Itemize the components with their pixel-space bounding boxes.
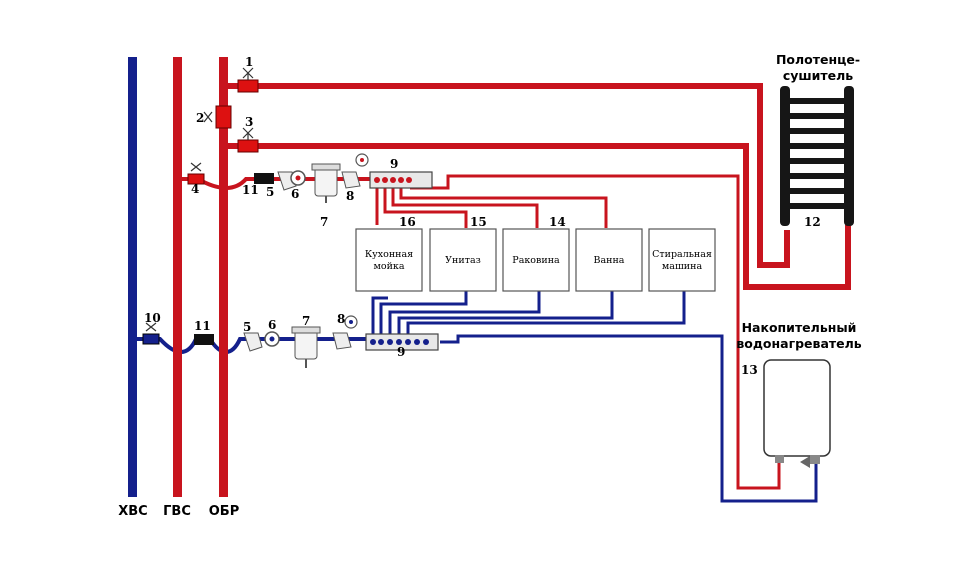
towel-dryer-label-2: сушитель <box>783 68 853 83</box>
fixture-kitchen-sink-box <box>355 228 423 292</box>
reducer-8-hot-icon <box>341 171 361 189</box>
gauge-8-hot-dial <box>360 158 364 162</box>
fixture-bath-box <box>575 228 643 292</box>
valve-1-body <box>237 79 259 93</box>
water-heater-label-1: Накопительный <box>742 320 857 335</box>
label-2: 2 <box>196 111 204 125</box>
cold-to-sink-pipe <box>371 296 388 342</box>
water-heater-label-2: водонагреватель <box>736 336 861 351</box>
towel-dryer <box>780 86 854 226</box>
towel-dryer-return-pipe <box>224 143 851 290</box>
label-12: 12 <box>804 215 821 229</box>
cold-to-washer-pipe <box>406 291 686 334</box>
valve-4-handle-icon <box>190 162 202 172</box>
label-15: 15 <box>470 215 487 229</box>
water-heater-cold-pipe <box>440 334 818 503</box>
cold-fittings <box>142 315 439 368</box>
return-riser <box>219 57 228 497</box>
valve-2-body <box>215 105 232 129</box>
label-14: 14 <box>549 215 566 229</box>
fixture-washer-box <box>648 228 716 292</box>
water-heater-tank <box>763 359 831 457</box>
label-3: 3 <box>245 115 253 129</box>
hot-fittings <box>187 67 433 203</box>
valve-2-handle-icon <box>203 111 213 123</box>
reducer-8-cold-icon <box>332 332 352 350</box>
meter-6-hot-dial <box>295 175 301 181</box>
water-heater-hot-pipe <box>410 174 781 490</box>
towel-dryer-rungs <box>790 98 844 209</box>
label-9-hot: 9 <box>390 157 398 171</box>
fixture-washer-label-2: машина <box>662 261 703 272</box>
hot-to-toilet-pipe <box>383 188 468 228</box>
label-16: 16 <box>399 215 416 229</box>
riser-labels: ХВС ГВС ОБР <box>118 504 239 519</box>
label-8-hot: 8 <box>346 189 354 203</box>
valve-3-handle-icon <box>242 127 254 140</box>
water-heater-cold-inlet <box>810 455 820 464</box>
riser-label-cold: ХВС <box>118 504 147 519</box>
valve-1-handle-icon <box>242 67 254 80</box>
fixture-toilet-label: Унитаз <box>445 255 481 266</box>
hot-to-bath-pipe <box>399 188 608 228</box>
label-4: 4 <box>191 182 199 196</box>
label-5-hot: 5 <box>266 185 274 199</box>
label-9-cold: 9 <box>397 345 405 359</box>
label-7-hot: 7 <box>320 215 328 229</box>
riser-label-return: ОБР <box>209 504 240 519</box>
label-1: 1 <box>245 55 253 69</box>
meter-6-cold-dial <box>269 336 275 342</box>
label-5-cold: 5 <box>243 320 251 334</box>
filter-7-cold-cap <box>291 326 321 334</box>
towel-dryer-supply-pipe <box>224 83 790 268</box>
fixture-kitchen-sink-label-2: мойка <box>373 261 404 272</box>
label-6-cold: 6 <box>268 318 276 332</box>
water-heater-valve-icon <box>800 456 810 468</box>
towel-dryer-rail-right <box>844 86 854 226</box>
water-heater-hot-outlet <box>775 455 784 463</box>
fixture-kitchen-sink-label-1: Кухонная <box>365 249 413 260</box>
towel-dryer-label-1: Полотенце- <box>776 52 860 67</box>
fixture-basin-box <box>502 228 570 292</box>
towel-dryer-rail-left <box>780 86 790 226</box>
cold-to-toilet-pipe <box>379 291 468 334</box>
appliance-labels: Полотенце- сушитель Накопительный водона… <box>736 52 861 351</box>
cold-pipes <box>133 291 818 503</box>
label-11-cold: 11 <box>194 319 211 333</box>
hot-water-riser <box>173 57 182 497</box>
strainer-5-cold-icon <box>243 332 263 352</box>
valve-10-handle-icon <box>145 322 157 332</box>
number-labels: 1 2 3 4 11 5 6 7 8 9 16 15 14 12 10 11 5… <box>144 55 821 377</box>
fixture-bath-label: Ванна <box>594 255 625 266</box>
cold-to-bath-pipe <box>397 291 614 334</box>
hot-to-basin-pipe <box>391 188 539 228</box>
label-7-cold: 7 <box>302 314 310 328</box>
coupling-11-cold <box>194 334 214 345</box>
fixture-toilet-box <box>429 228 497 292</box>
label-10: 10 <box>144 311 161 325</box>
label-13: 13 <box>741 363 758 377</box>
fixtures: Кухонная мойка Унитаз Раковина Ванна Сти… <box>355 228 716 292</box>
fixture-basin-label: Раковина <box>512 255 560 266</box>
fixture-washer-label-1: Стиральная <box>652 249 712 260</box>
valve-4-body <box>187 173 205 185</box>
valve-3-body <box>237 139 259 153</box>
gauge-8-cold-dial <box>349 320 353 324</box>
water-heater <box>763 359 831 468</box>
risers <box>128 57 228 497</box>
valve-10-body <box>142 333 160 345</box>
label-8-cold: 8 <box>337 312 345 326</box>
label-11-hot: 11 <box>242 183 259 197</box>
riser-label-hot: ГВС <box>163 504 191 519</box>
cold-to-basin-pipe <box>388 291 541 334</box>
label-6-hot: 6 <box>291 187 299 201</box>
cold-water-riser <box>128 57 137 497</box>
coupling-11-hot <box>254 173 274 184</box>
filter-7-hot-cap <box>311 163 341 171</box>
